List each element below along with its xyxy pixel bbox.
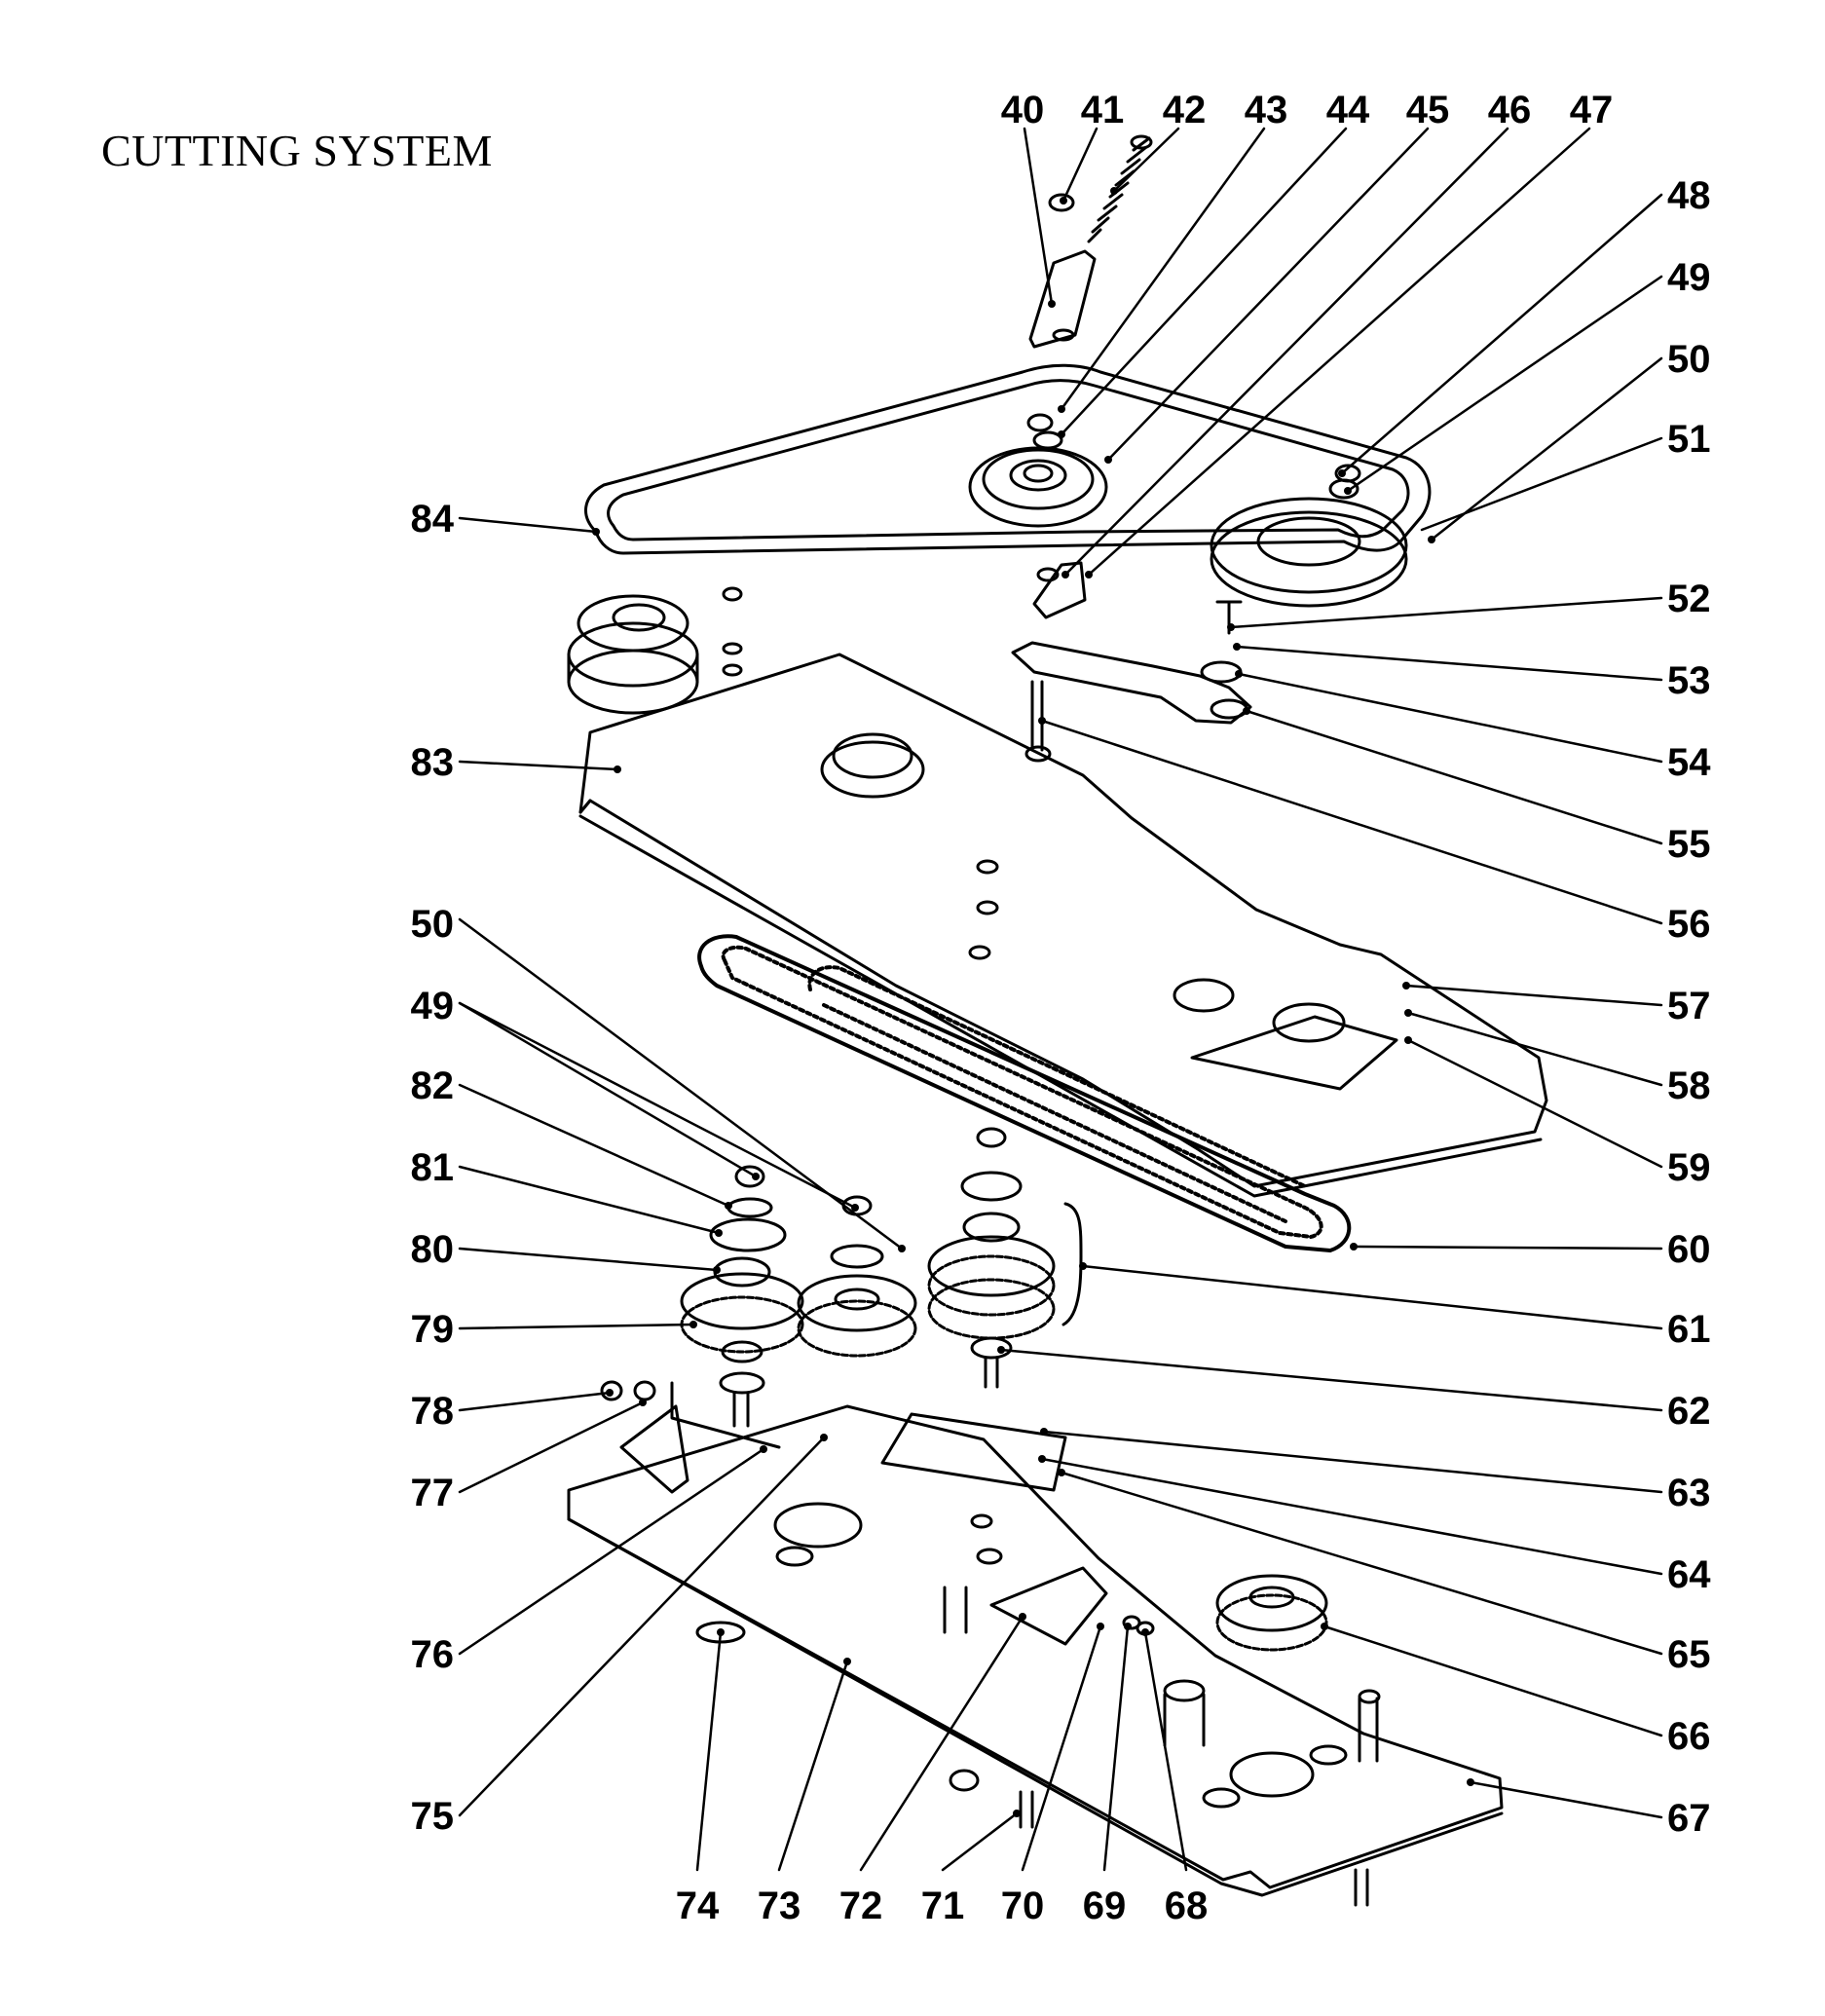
callout-54: 54: [1667, 741, 1711, 784]
v-belt-inner: [607, 379, 1410, 541]
left-gear-stack: [680, 1165, 804, 1428]
callout-49: 49: [1667, 256, 1711, 299]
belt-cover: [578, 653, 1548, 1188]
callout-74: 74: [676, 1885, 720, 1927]
callout-46: 46: [1488, 89, 1532, 131]
callout-44: 44: [1326, 89, 1370, 131]
bracket-hole: [1052, 328, 1075, 342]
callout-48: 48: [1667, 174, 1711, 217]
center-gear: [797, 1195, 917, 1358]
callouts-bottom: 74 73 72 71 70 69 68: [676, 1885, 1209, 1927]
callout-42: 42: [1163, 89, 1207, 131]
callout-58: 58: [1667, 1064, 1711, 1107]
drive-pulley: [1210, 464, 1408, 608]
lever-bracket: [989, 1566, 1108, 1646]
callout-55: 55: [1667, 823, 1711, 866]
leader-lines: [458, 127, 1663, 1872]
spring-bracket: [1028, 249, 1097, 349]
callout-65: 65: [1667, 1633, 1711, 1676]
callout-66: 66: [1667, 1715, 1711, 1758]
callout-64: 64: [1667, 1553, 1711, 1596]
callout-59: 59: [1667, 1146, 1711, 1189]
callout-63: 63: [1667, 1472, 1711, 1514]
callout-80: 80: [411, 1228, 455, 1271]
double-v-pulley: [567, 594, 699, 715]
callout-47: 47: [1570, 89, 1614, 131]
leader-dots: [592, 187, 1474, 1817]
callout-73: 73: [758, 1885, 801, 1927]
diagram-title: CUTTING SYSTEM: [101, 126, 493, 175]
callout-51: 51: [1667, 418, 1711, 461]
callout-49-left: 49: [411, 985, 455, 1027]
callout-62: 62: [1667, 1390, 1711, 1433]
callouts-left: 84 83 50 49 82 81 80 79 78 77 76 75: [411, 498, 455, 1838]
callout-40: 40: [1001, 89, 1045, 131]
callout-72: 72: [839, 1885, 883, 1927]
small-nut-41: [1048, 193, 1075, 212]
idler-pulley: [968, 413, 1108, 528]
v-belt: [584, 363, 1432, 555]
callout-61: 61: [1667, 1308, 1711, 1351]
callout-52: 52: [1667, 578, 1711, 620]
callout-45: 45: [1406, 89, 1450, 131]
callout-70: 70: [1001, 1885, 1045, 1927]
callout-50-left: 50: [411, 903, 455, 946]
callout-71: 71: [921, 1885, 965, 1927]
callout-43: 43: [1245, 89, 1288, 131]
callout-77: 77: [411, 1472, 455, 1514]
callout-84: 84: [411, 498, 455, 541]
small-pulley: [1215, 1574, 1328, 1652]
callout-78: 78: [411, 1390, 455, 1433]
tension-spring: [1087, 134, 1153, 243]
timing-belt: [697, 934, 1352, 1252]
callout-83: 83: [411, 741, 455, 784]
callout-67: 67: [1667, 1797, 1711, 1840]
callout-68: 68: [1165, 1885, 1209, 1927]
callout-60: 60: [1667, 1228, 1711, 1271]
pivot-pin: [1030, 680, 1044, 752]
gear-stack: [927, 1127, 1083, 1389]
callout-82: 82: [411, 1064, 455, 1107]
callout-56: 56: [1667, 903, 1711, 946]
base-plate: [567, 1404, 1504, 1889]
callout-81: 81: [411, 1146, 455, 1189]
callouts-top: 40 41 42 43 44 45 46 47: [1001, 89, 1614, 131]
tensioner-arm: [1011, 641, 1252, 725]
callout-50: 50: [1667, 338, 1711, 381]
callout-69: 69: [1083, 1885, 1127, 1927]
callout-41: 41: [1081, 89, 1125, 131]
callout-75: 75: [411, 1795, 455, 1838]
plate-65: [880, 1412, 1067, 1492]
callout-53: 53: [1667, 659, 1711, 702]
callouts-right: 48 49 50 51 52 53 54 55 56 57 58 59 60 6…: [1667, 174, 1711, 1840]
callout-76: 76: [411, 1633, 455, 1676]
callout-79: 79: [411, 1308, 455, 1351]
callout-57: 57: [1667, 985, 1711, 1027]
